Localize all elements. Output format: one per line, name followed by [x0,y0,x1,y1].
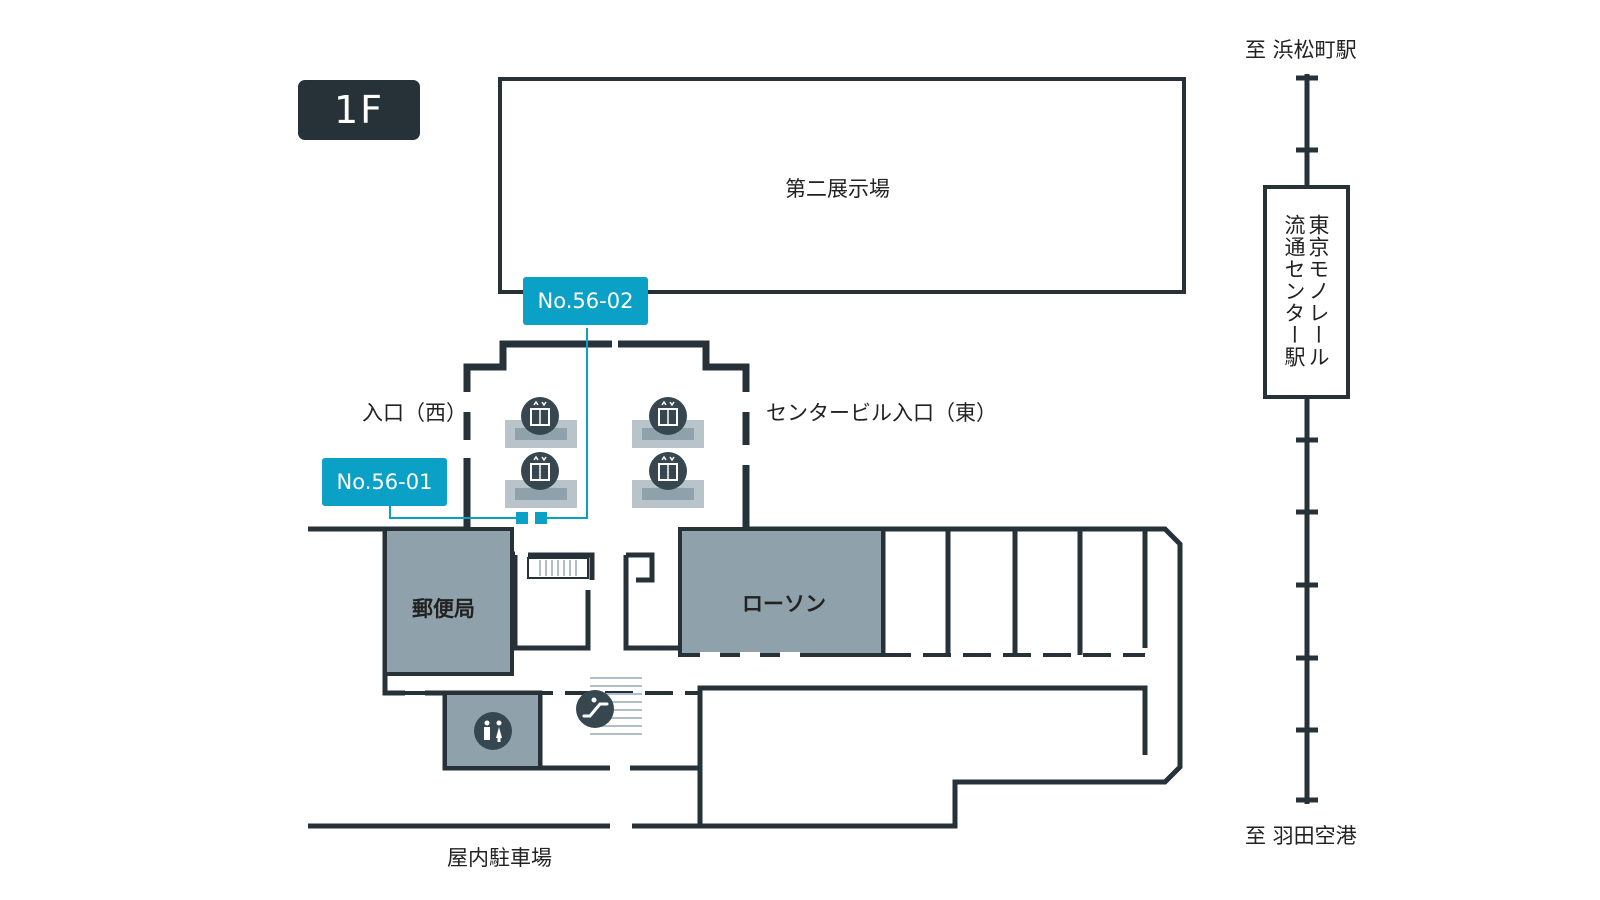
floor-badge: 1F [298,80,420,140]
monorail-line [1296,74,1318,804]
lawson-room[interactable] [678,527,885,657]
parking-label: 屋内駐車場 [447,846,552,870]
to-haneda-label: 至 羽田空港 [1245,824,1357,848]
booth-marker-56-01[interactable] [516,512,528,524]
elevator-icon [649,452,687,490]
escalator-icon [576,690,614,728]
entrance-west-label: 入口（西） [362,401,467,425]
elevator-icon [521,397,559,435]
stairs [527,557,589,579]
monorail-station[interactable] [1263,185,1350,399]
lawson-label: ローソン [742,592,826,616]
elevator-icon [649,397,687,435]
station-name-line1: 東京モノレール [1306,214,1330,368]
booth-tag-56-01[interactable]: No.56-01 [322,458,447,506]
entrance-east-label: センタービル入口（東） [766,401,997,425]
restroom-icon [474,712,512,750]
station-name-line2: 流通センター駅 [1282,214,1306,368]
hall-2-label: 第二展示場 [785,177,890,201]
booth-tag-56-02[interactable]: No.56-02 [523,277,648,325]
booth-leaders [389,328,588,519]
to-hamamatsucho-label: 至 浜松町駅 [1245,38,1357,62]
lobby-walls [463,340,750,559]
booth-marker-56-02[interactable] [535,512,547,524]
elevator-icon [521,452,559,490]
post-office-label: 郵便局 [412,597,475,621]
post-office-room[interactable] [383,527,514,676]
hall-2-room[interactable] [498,77,1186,294]
